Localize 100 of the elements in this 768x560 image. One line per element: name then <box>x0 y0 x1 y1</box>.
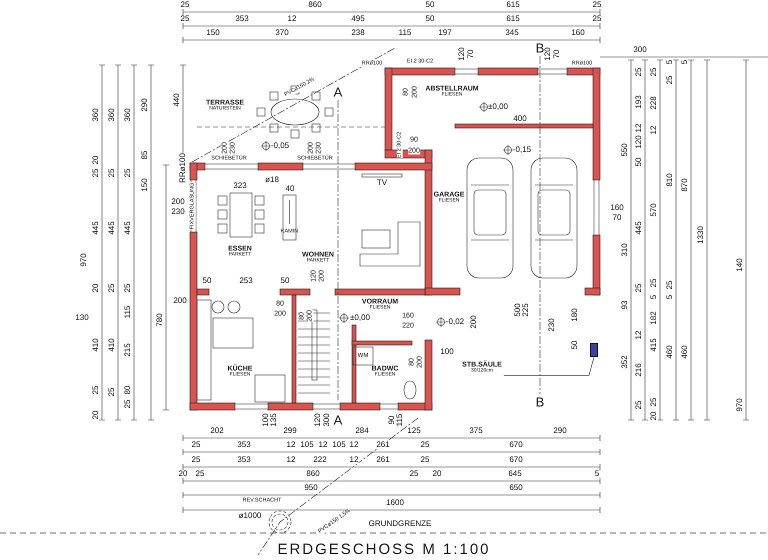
dimension-label: 20 <box>92 156 100 164</box>
dimension-label: 360 <box>108 108 116 122</box>
dimension-label: 345 <box>505 29 519 37</box>
dimension-label: 25 <box>650 278 658 288</box>
dimension-label: 50 <box>426 15 434 23</box>
level-label: -0,05 <box>270 142 290 150</box>
dimension-label: 5 <box>666 60 674 64</box>
window-size-label: 200 <box>171 198 185 206</box>
dimension-label: 50 <box>571 340 579 350</box>
dimension-label: 1330 <box>697 226 705 244</box>
dimension-label: 300 <box>633 46 647 54</box>
dimension-label: 950 <box>304 484 318 492</box>
dimension-label: 570 <box>650 203 658 217</box>
dimension-label: 261 <box>376 441 390 449</box>
dimension-label: 100 <box>262 413 270 427</box>
dimension-label: 970 <box>80 253 88 267</box>
dimension-label: RRø100 <box>179 153 187 183</box>
window-size-label: 230 <box>171 208 185 216</box>
dimension-label: 125 <box>407 427 421 435</box>
dimension-label: 360 <box>92 108 100 122</box>
dimension-label: 25 <box>650 398 658 406</box>
dimension-label: 120 <box>314 413 322 427</box>
dimension-label: 323 <box>233 182 247 190</box>
dimension-label: 5 <box>681 60 689 64</box>
window-size-label: 70 <box>553 50 561 58</box>
dimension-label: 353 <box>237 456 251 464</box>
dimension-label: 160 <box>571 29 585 37</box>
dimension-label: 670 <box>509 441 523 449</box>
dimension-label: 25 <box>92 168 100 178</box>
dimension-label: 445 <box>92 221 100 235</box>
dimension-label: 445 <box>108 221 116 235</box>
level-label: -0,02 <box>446 318 464 326</box>
section-mark: A <box>334 86 342 98</box>
dimension-label: 238 <box>351 29 365 37</box>
dimension-label: 860 <box>306 470 320 478</box>
dimension-label: 25 <box>92 386 100 394</box>
window-size-label: 70 <box>467 50 475 58</box>
dimension-label: 25 <box>180 1 190 9</box>
dimension-label: 670 <box>509 456 523 464</box>
dimension-label: 550 <box>621 143 629 157</box>
level-label: ±0,00 <box>350 314 370 322</box>
window-size-label: 70 <box>612 214 622 222</box>
dimension-label: 120 <box>635 135 643 149</box>
dimension-label: 105 <box>300 441 314 449</box>
dimension-label: 370 <box>275 29 289 37</box>
section-mark: B <box>536 396 544 408</box>
dimension-label: 12 <box>635 124 643 132</box>
dimension-label: 25 <box>666 280 674 290</box>
dimension-label: 25 <box>180 15 190 23</box>
concrete-column <box>590 343 598 357</box>
dimension-label: 645 <box>508 470 522 478</box>
dimension-label: 20 <box>178 470 188 478</box>
dimension-label: 25 <box>592 15 602 23</box>
dimension-label: 495 <box>351 15 365 23</box>
dimension-label: 410 <box>92 338 100 352</box>
dimension-label: 182 <box>650 311 658 325</box>
dimension-label: 460 <box>681 345 689 359</box>
dimension-label: 25 <box>666 76 674 84</box>
dimension-label: 12 <box>350 441 358 449</box>
dimension-label: 615 <box>506 1 520 9</box>
dimension-label: 135 <box>270 413 278 427</box>
dimension-label: 253 <box>239 277 253 285</box>
dimension-label: 12 <box>286 441 296 449</box>
dimension-label: 25 <box>108 168 116 178</box>
dimension-label: 20 <box>92 284 100 292</box>
dimension-label: 80 <box>124 386 132 394</box>
dimension-label: 25 <box>592 1 602 9</box>
dimension-label: 615 <box>506 15 520 23</box>
dimension-label: 216 <box>635 363 643 377</box>
section-mark: B <box>536 42 544 54</box>
dimension-label: 25 <box>108 284 116 292</box>
dimension-label: 90 <box>388 416 396 424</box>
window-size-label: 120 <box>458 47 466 61</box>
dimension-label: 12 <box>635 330 643 340</box>
dimension-label: 93 <box>621 300 629 310</box>
dimension-label: 150 <box>206 29 220 37</box>
dimension-label: 197 <box>438 29 452 37</box>
dimension-label: 5 <box>666 294 674 300</box>
dimension-label: 375 <box>469 427 483 435</box>
dimension-label: 40 <box>286 185 294 193</box>
dimension-label: 310 <box>621 243 629 257</box>
dimension-label: 870 <box>681 178 689 192</box>
dimension-label: 290 <box>553 427 567 435</box>
dimension-label: 100 <box>440 348 454 356</box>
dimension-label: 261 <box>376 456 390 464</box>
dimension-label: 130 <box>75 314 89 322</box>
dimension-label: 25 <box>420 441 430 449</box>
dimension-label: 200 <box>173 297 187 305</box>
dimension-label: 115 <box>396 414 404 426</box>
dimension-label: 445 <box>635 221 643 235</box>
dimension-label: 300 <box>323 413 331 427</box>
dimension-label: 25 <box>635 284 643 292</box>
dimension-label: 400 <box>513 115 527 123</box>
tv-label: TV <box>376 179 388 187</box>
dimension-label: 50 <box>202 277 212 285</box>
dimension-label: 85 <box>141 150 149 160</box>
dimension-label: 25 <box>410 470 418 478</box>
dimension-label: 25 <box>196 470 204 478</box>
level-label: ±0,00 <box>488 103 508 111</box>
dimension-label: 50 <box>426 1 434 9</box>
